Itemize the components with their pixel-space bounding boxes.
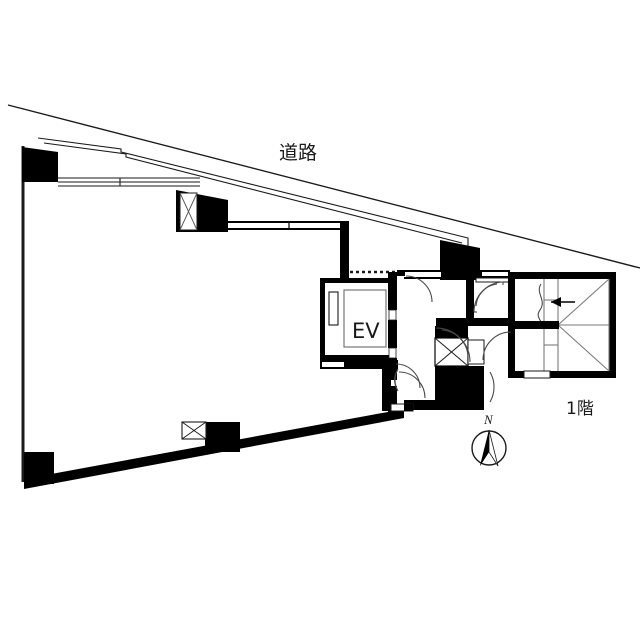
column-northeast: [404, 240, 510, 280]
compass-rose: N: [471, 412, 507, 467]
door-swing-ev-south: [395, 363, 421, 389]
column-northwest: [22, 147, 58, 182]
door-swing-core-south: [394, 368, 399, 392]
compass-north-label: N: [483, 412, 494, 427]
stair-direction-arrow: [551, 297, 575, 307]
elevator-cab-outline: [343, 289, 387, 348]
stair-landing-winder: [557, 278, 610, 372]
pipe-shaft-center: [434, 337, 485, 367]
stair-landing-band: [515, 321, 559, 329]
elevator-label: EV: [352, 319, 380, 343]
road-boundary-line: [7, 104, 640, 269]
road-label: 道路: [279, 142, 317, 164]
stair-room: [508, 272, 616, 379]
door-swing-vestibule-north: [473, 281, 504, 313]
column-south-with-shaft: [181, 421, 240, 452]
door-swing-ev-lobby: [398, 371, 426, 399]
elevator-shaft: EV: [320, 278, 396, 360]
floor-level-label: 1階: [566, 399, 594, 419]
door-swing-south-exit: [489, 371, 495, 403]
hall-north-wall: [397, 270, 405, 276]
door-swing-hall-east: [435, 327, 471, 363]
column-north-with-shaft: [176, 190, 228, 232]
door-swing-stair-southwest: [482, 331, 512, 361]
door-swing-hall-north: [405, 275, 433, 303]
north-wall-run: [228, 221, 349, 279]
door-swings: [394, 281, 512, 403]
core-south-wall: [320, 360, 414, 412]
elevator-slot: [328, 291, 339, 326]
column-southwest: [24, 452, 54, 484]
